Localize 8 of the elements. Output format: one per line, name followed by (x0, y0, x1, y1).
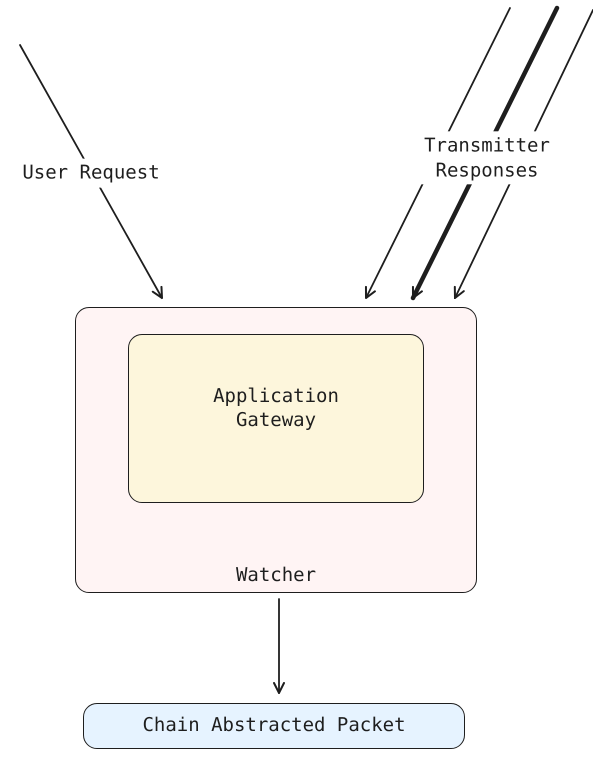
arrow (19, 44, 163, 299)
node-label: Application Gateway (212, 384, 340, 432)
node-label: Chain Abstracted Packet (142, 714, 406, 738)
container-box (75, 307, 477, 593)
output-box (83, 703, 465, 749)
node-label: Watcher (236, 564, 316, 588)
arrow (273, 598, 285, 694)
process-box (128, 334, 424, 503)
